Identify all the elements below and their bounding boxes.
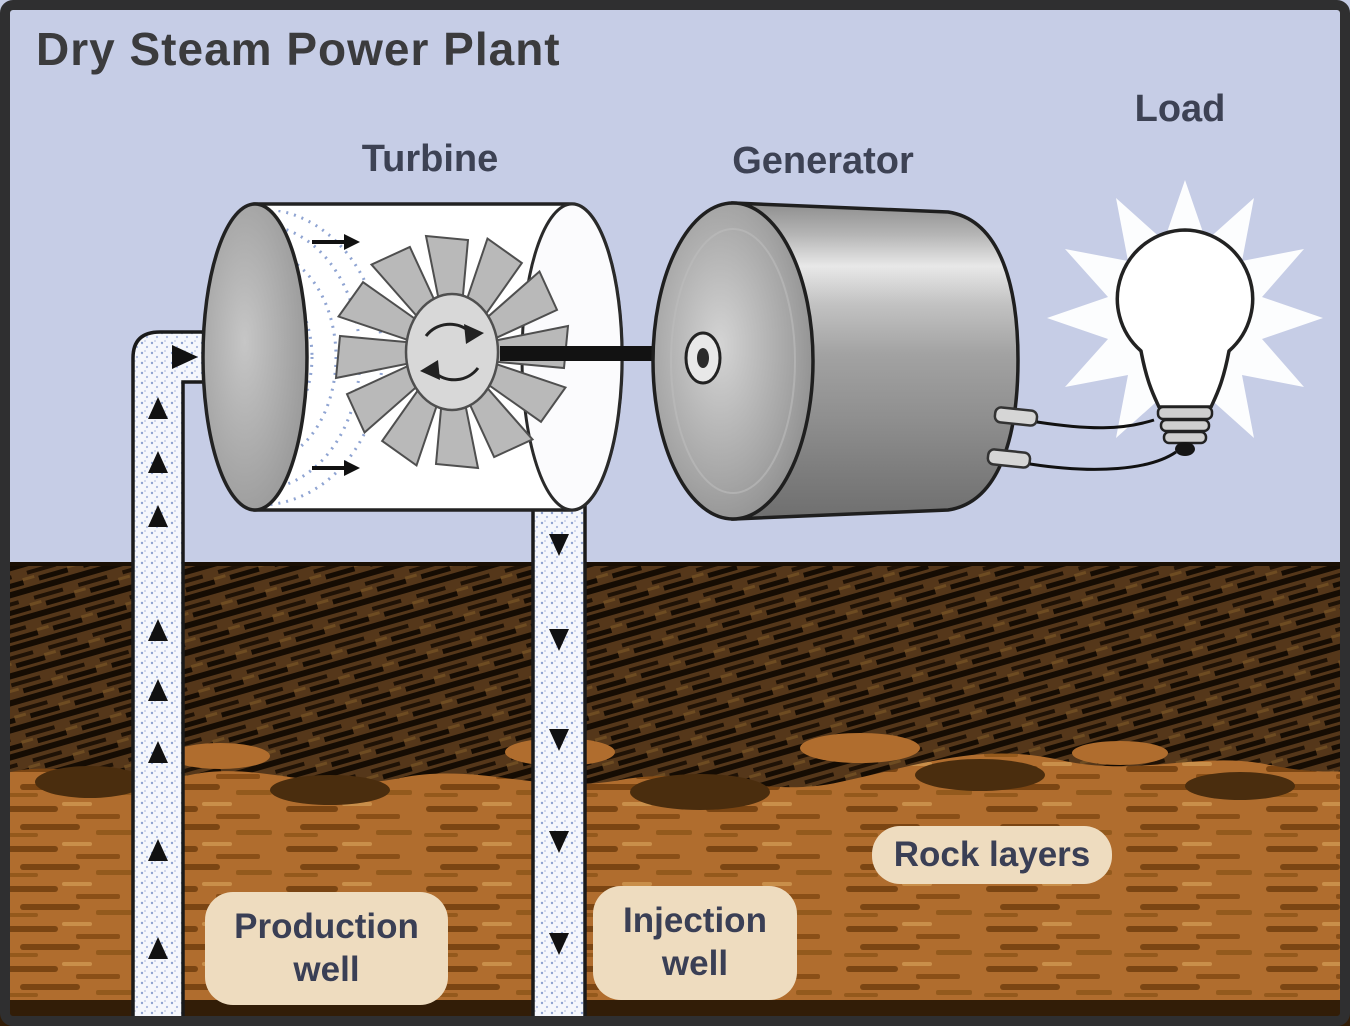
steam-down-arrows: [549, 534, 569, 955]
production-well-callout: Production well: [205, 892, 448, 1005]
generator-label: Generator: [732, 140, 914, 182]
injection-well-pipe: [531, 503, 587, 1026]
turbine-label: Turbine: [361, 138, 499, 180]
terminal-stubs: [986, 406, 1039, 469]
bulb-contact-tip: [1175, 442, 1195, 456]
generator-face: [651, 201, 815, 521]
injection-well-callout: Injection well: [593, 886, 797, 1000]
light-bulb-icon: [1029, 180, 1323, 471]
steam-flow-arrow-bottom: [312, 460, 360, 476]
bulb-screw-base: [1156, 405, 1214, 445]
turbine-end-cap: [201, 202, 309, 512]
page-title: Dry Steam Power Plant: [36, 23, 561, 75]
production-well-pipe: [131, 330, 270, 1026]
generator-graphic: [651, 201, 1039, 521]
load-label: Load: [1134, 88, 1226, 130]
rock-layers-callout: Rock layers: [872, 826, 1112, 884]
steam-up-arrows: [148, 345, 198, 959]
turbine-hub: [404, 292, 500, 412]
wire-top: [1036, 418, 1155, 430]
bulb-glass: [1115, 228, 1255, 409]
generator-body: [731, 201, 1020, 521]
wire-bottom: [1029, 450, 1177, 471]
steam-flow-arrow-top: [312, 234, 360, 250]
turbine-wheel: [334, 234, 570, 470]
